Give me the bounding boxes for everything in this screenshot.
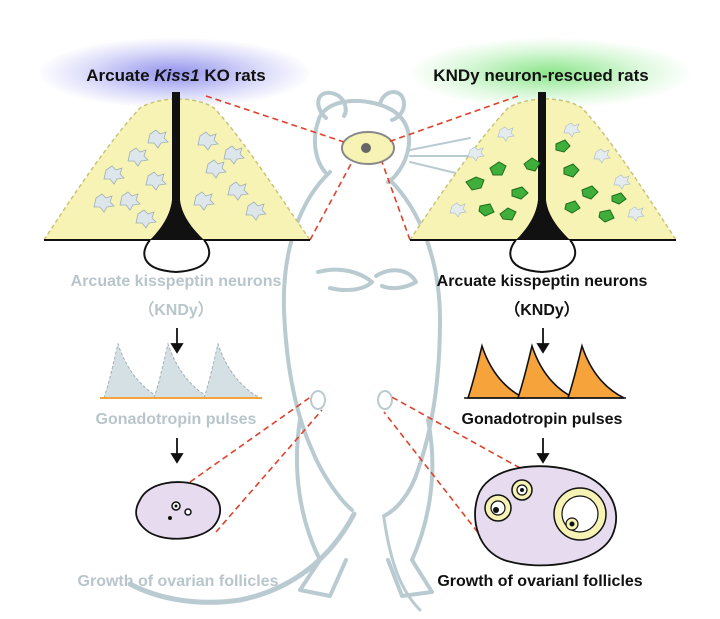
left-neurons-label: Arcuate kisspeptin neurons [70, 273, 282, 290]
right-ovary-marker [377, 390, 393, 410]
brain-icon [341, 131, 395, 165]
right-pulses-label: Gonadotropin pulses [461, 411, 623, 428]
ovary-icon [135, 481, 222, 540]
down-arrow-icon [170, 328, 550, 464]
right-pulses [466, 343, 625, 399]
left-ovary-marker [310, 390, 326, 410]
dashed-connectors [189, 95, 521, 549]
ovary-large-icon [474, 465, 617, 567]
neuron-icon [93, 129, 267, 229]
right-neurons-label: Arcuate kisspeptin neurons [436, 273, 648, 290]
right-hypothalamus [408, 92, 678, 274]
right-title: KNDy neuron-rescued rats [433, 66, 649, 85]
left-neurons-abbrev: （KNDy） [138, 302, 214, 319]
left-follicles-label: Growth of ovarian follicles [77, 573, 279, 590]
left-title: Arcuate Kiss1 KO rats [86, 66, 266, 85]
right-neurons-abbrev: （KNDy） [504, 302, 580, 319]
right-follicles-label: Growth of ovarianl follicles [437, 573, 643, 590]
left-hypothalamus [42, 92, 312, 274]
green-glow [410, 38, 690, 108]
left-pulses [103, 342, 261, 399]
green-neuron-icon [465, 139, 627, 223]
left-pulses-label: Gonadotropin pulses [95, 411, 257, 428]
